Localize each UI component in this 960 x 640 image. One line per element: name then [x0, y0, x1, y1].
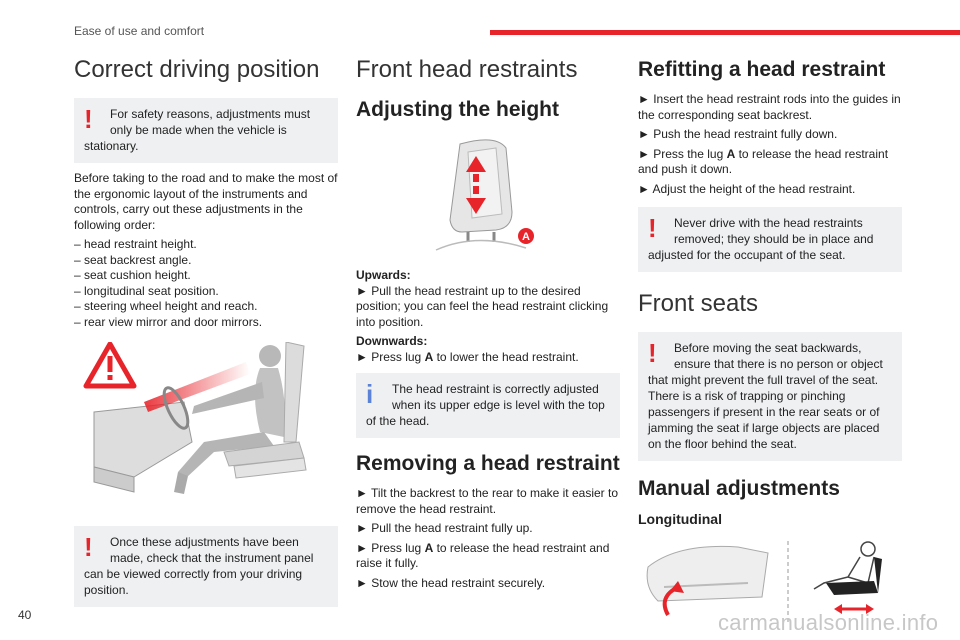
warning-text: For safety reasons, adjustments must onl… — [84, 107, 311, 153]
section-title-refitting: Refitting a head restraint — [638, 58, 886, 81]
text-fragment: ► Press lug — [356, 349, 425, 364]
page-number: 40 — [18, 608, 32, 622]
refit-step: ► Insert the head restraint rods into th… — [638, 92, 901, 122]
warning-box: ! Once these adjustments have been made,… — [74, 526, 338, 607]
refit-step: ► Push the head restraint fully down. — [638, 127, 838, 141]
warning-box: ! For safety reasons, adjustments must o… — [74, 98, 338, 163]
upwards-text: ► Pull the head restraint up to the desi… — [356, 283, 609, 329]
remove-step: ► Tilt the backrest to the rear to make … — [356, 486, 618, 516]
lug-a-marker — [518, 228, 534, 244]
warning-text: Before moving the seat backwards, ensure… — [648, 341, 883, 451]
warning-triangle-icon — [83, 342, 137, 389]
list-item: – rear view mirror and door mirrors. — [74, 314, 263, 329]
warning-icon: ! — [648, 213, 657, 243]
list-item: – head restraint height. — [74, 237, 197, 251]
lug-reference: A — [424, 349, 434, 364]
info-box: i The head restraint is correctly adjust… — [356, 373, 620, 438]
intro-text: Before taking to the road and to make th… — [74, 171, 338, 232]
remove-step: ► Press lug A to release the head restra… — [356, 541, 620, 572]
refit-step: ► Press the lug A to release the head re… — [638, 147, 902, 178]
info-text: The head restraint is correctly adjusted… — [366, 382, 605, 428]
longitudinal-adjustment-illustration — [646, 541, 882, 625]
info-icon: i — [366, 379, 374, 409]
downwards-text: ► Press lug A to lower the head restrain… — [356, 350, 620, 366]
warning-text: Once these adjustments have been made, c… — [84, 535, 314, 597]
text-fragment: ► Press lug — [356, 540, 425, 555]
warning-icon: ! — [84, 532, 93, 562]
warning-icon: ! — [648, 338, 657, 368]
warning-text: Never drive with the head restraints rem… — [648, 216, 874, 262]
subsection-title-removing: Removing a head restraint — [356, 452, 620, 475]
watermark: carmanualsonline.info — [718, 610, 939, 635]
list-item: – seat backrest angle. — [74, 252, 192, 267]
warning-box: ! Before moving the seat backwards, ensu… — [638, 332, 902, 461]
section-title-driving-position: Correct driving position — [74, 56, 320, 83]
warning-box: ! Never drive with the head restraints r… — [638, 207, 902, 272]
downwards-label: Downwards: — [356, 334, 428, 348]
lug-reference: A — [726, 146, 736, 161]
remove-step: ► Pull the head restraint fully up. — [356, 521, 533, 535]
subsection-title-adjusting-height: Adjusting the height — [356, 98, 559, 121]
driving-position-illustration — [83, 342, 307, 494]
text-fragment: to release the head restraint and push i… — [638, 146, 889, 177]
warning-icon: ! — [84, 104, 93, 134]
refit-step: ► Adjust the height of the head restrain… — [638, 181, 856, 196]
upwards-label: Upwards: — [356, 268, 411, 282]
list-item: – steering wheel height and reach. — [74, 299, 258, 313]
lug-reference: A — [424, 540, 434, 555]
subsection-title-longitudinal: Longitudinal — [638, 511, 722, 527]
lug-a-label: A — [522, 231, 530, 243]
header-accent-bar — [490, 30, 960, 35]
column-front-head-restraints: Front head restraints Adjusting the heig… — [356, 50, 620, 595]
section-title-head-restraints: Front head restraints — [356, 56, 578, 83]
remove-step: ► Stow the head restraint securely. — [356, 575, 546, 590]
column-refitting-front-seats: Refitting a head restraint ► Insert the … — [638, 50, 902, 627]
head-restraint-illustration: A — [435, 139, 534, 251]
subsection-title-manual-adjustments: Manual adjustments — [638, 477, 840, 500]
column-correct-driving-position: Correct driving position ! For safety re… — [74, 50, 338, 615]
running-header: Ease of use and comfort — [74, 24, 205, 38]
list-item: – longitudinal seat position. — [74, 283, 219, 298]
list-item: – seat cushion height. — [74, 268, 191, 282]
text-fragment: to lower the head restraint. — [433, 349, 579, 364]
text-fragment: ► Press the lug — [638, 146, 727, 161]
section-title-front-seats: Front seats — [638, 290, 759, 317]
text-fragment: to release the head restraint and raise … — [356, 540, 610, 571]
